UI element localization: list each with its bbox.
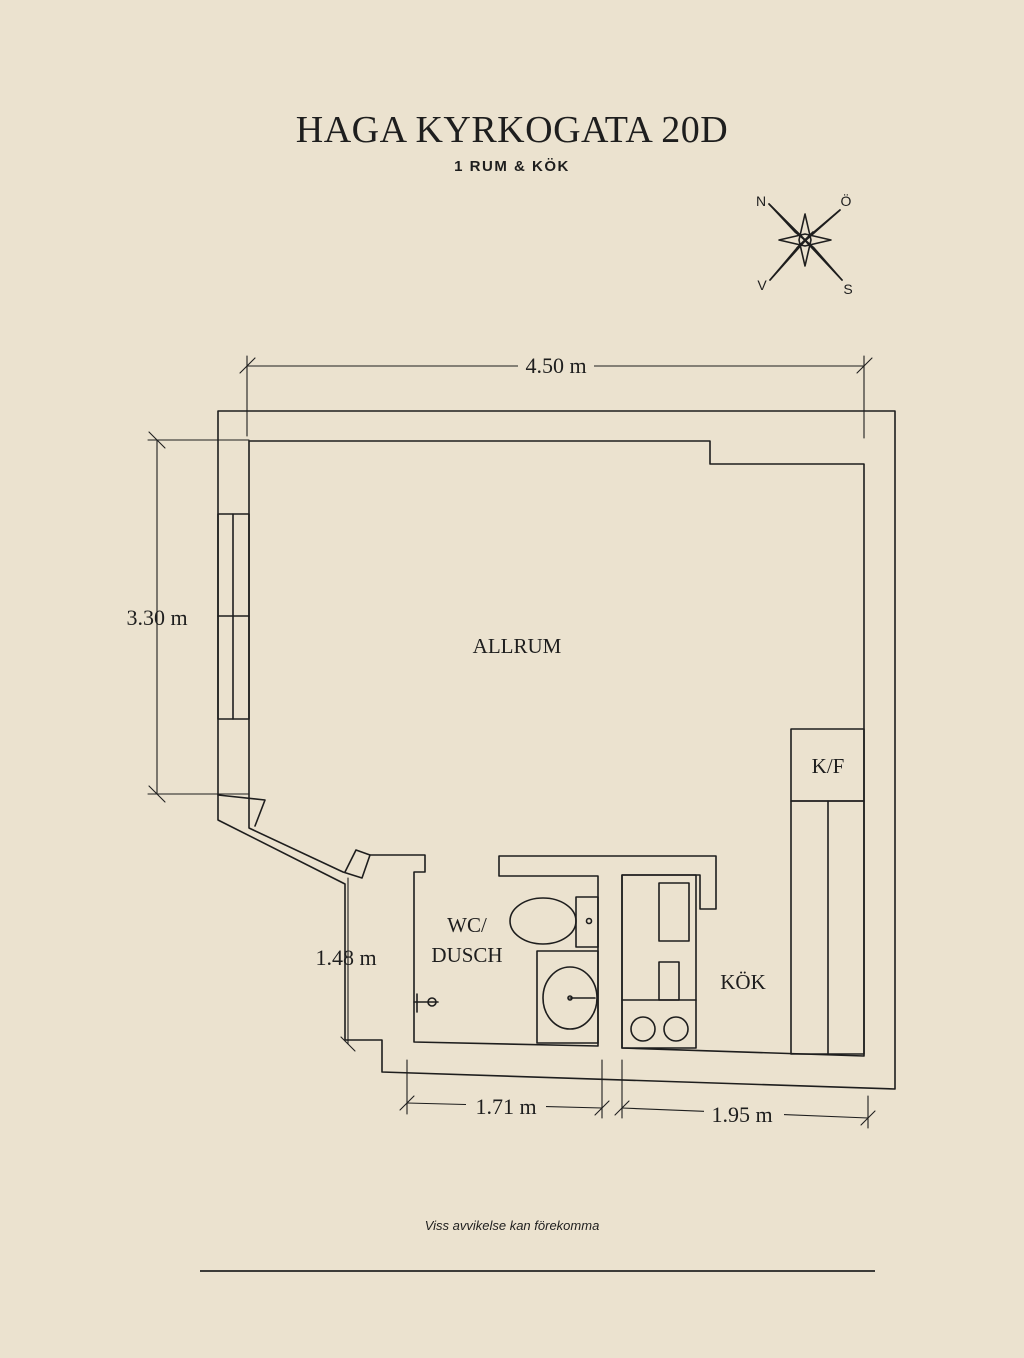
compass-south: S — [843, 281, 852, 297]
compass-rose-icon — [768, 203, 843, 281]
room-label-living: ALLRUM — [473, 634, 562, 658]
dimension-width-kitchen: 1.95 m — [711, 1102, 772, 1127]
compass-east: Ö — [841, 192, 852, 209]
dimension-height-left: 3.30 m — [126, 605, 187, 630]
room-label-bath-line2: DUSCH — [431, 943, 502, 967]
dimension-lines — [147, 355, 876, 1129]
dimension-width-bath: 1.71 m — [475, 1094, 536, 1119]
room-label-fridge: K/F — [812, 754, 845, 778]
kitchen-counter — [790, 728, 865, 1055]
window-left — [217, 513, 250, 720]
sink-icon — [536, 950, 599, 1044]
hob-ring-icon — [663, 1016, 689, 1042]
plan-title: HAGA KYRKOGATA 20D — [295, 109, 729, 151]
shower-icon — [413, 993, 439, 1013]
dimension-width-top: 4.50 m — [525, 353, 586, 378]
footer-rule — [200, 1270, 875, 1272]
compass-north: N — [756, 193, 766, 209]
outer-wall — [217, 410, 896, 1090]
kitchen-island — [621, 874, 697, 1049]
dimension-height-bath: 1.48 m — [315, 945, 376, 970]
compass-west: V — [757, 277, 767, 293]
toilet-icon — [509, 896, 599, 948]
room-label-kitchen: KÖK — [720, 970, 766, 994]
hob-ring-icon — [630, 1016, 656, 1042]
room-label-bath-line1: WC/ — [447, 913, 487, 937]
door-entry — [344, 849, 371, 873]
disclaimer: Viss avvikelse kan förekomma — [424, 1218, 600, 1233]
door-living — [217, 794, 266, 827]
plan-subtitle: 1 RUM & KÖK — [454, 158, 570, 175]
